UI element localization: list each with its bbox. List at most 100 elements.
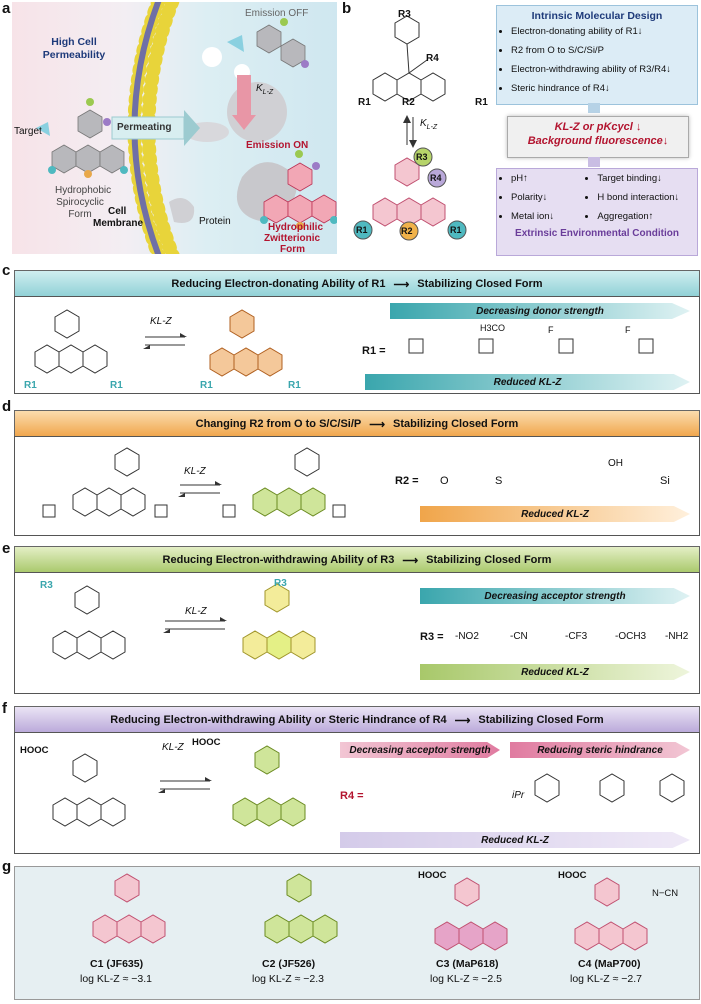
arrow-right-icon: ⟶	[402, 554, 419, 567]
panel-a-illustration	[12, 0, 338, 271]
background-line: Background fluorescence↓	[527, 135, 669, 147]
intrinsic-item: Electron-withdrawing ability of R3/R4↓	[511, 60, 697, 79]
panel-d-header-left: Changing R2 from O to S/C/Si/P	[195, 418, 362, 430]
r4-top-label: R4	[426, 53, 439, 64]
emission-off-label: Emission OFF	[245, 8, 309, 19]
extrinsic-item: pH↑	[511, 169, 583, 188]
compound-c4-name: C4 (MaP700)	[578, 958, 641, 970]
group-cn: -CN	[510, 631, 528, 642]
k-background-box: KL-Z or pKcycl ↓ Background fluorescence…	[507, 116, 689, 158]
och3-label: H3CO	[480, 323, 506, 333]
panel-b-label: b	[342, 0, 352, 17]
r2-top-label: R2	[402, 97, 415, 108]
arrow-right-icon: ⟶	[393, 278, 410, 291]
atom-p-oh: OH	[608, 458, 623, 469]
extrinsic-item: Aggregation↑	[597, 207, 697, 226]
group-no2: -NO2	[455, 631, 479, 642]
intrinsic-item: R2 from O to S/C/Si/P	[511, 41, 697, 60]
r3-e-right: R3	[274, 578, 287, 589]
spirocyclic-label: Spirocyclic Form	[56, 197, 104, 220]
panel-d-label: d	[2, 398, 12, 415]
r2-bottom-label: R2	[401, 226, 413, 236]
r4-equals-label: R4 =	[340, 790, 364, 802]
emission-on-label: Emission ON	[246, 140, 309, 151]
extrinsic-item: Metal ion↓	[511, 207, 583, 226]
high-permeability-label: High Cell Permeability	[42, 36, 106, 61]
r1-c-right-open: R1	[288, 380, 301, 391]
r1-left-bottom-label: R1	[356, 225, 368, 235]
intrinsic-item: Electron-donating ability of R1↓	[511, 22, 697, 41]
panel-f-structures	[52, 745, 685, 827]
up-arrow-2	[588, 157, 600, 167]
panel-d-structures	[42, 447, 346, 518]
form-label: Form	[280, 244, 305, 255]
k-line: KL-Z or pKcycl ↓	[554, 121, 642, 133]
down-arrow-1	[588, 103, 600, 113]
panel-c-arrow-donor: Decreasing donor strength	[390, 303, 690, 319]
target-label: Target	[14, 126, 42, 137]
hooc-f-left: HOOC	[20, 745, 49, 756]
r1-substituents	[395, 325, 685, 365]
r1-c-left-open: R1	[200, 380, 213, 391]
cn-group: N−CN	[652, 888, 679, 899]
hooc-c3: HOOC	[418, 870, 447, 881]
klz-d-label: KL-Z	[184, 466, 206, 477]
extrinsic-left-list: pH↑ Polarity↓ Metal ion↓	[497, 169, 583, 226]
panel-f-header-left: Reducing Electron-withdrawing Ability or…	[110, 714, 447, 726]
klz-f-label: KL-Z	[162, 742, 184, 753]
panel-e-header: Reducing Electron-withdrawing Ability of…	[14, 546, 700, 574]
atom-s: S	[495, 475, 503, 487]
atom-o: O	[440, 475, 449, 487]
arrow-right-icon: ⟶	[369, 418, 386, 431]
permeating-label: Permeating	[117, 122, 172, 133]
extrinsic-item: H bond interaction↓	[597, 188, 697, 207]
extrinsic-title: Extrinsic Environmental Condition	[515, 228, 679, 239]
atom-si: Si	[660, 475, 670, 487]
panel-f-arrow-steric: Reducing steric hindrance	[510, 742, 690, 758]
panel-a-label: a	[2, 0, 11, 17]
panel-c-label: c	[2, 262, 11, 279]
compound-c3-logk: log KL-Z ≈ −2.5	[430, 973, 503, 985]
compound-c3-name: C3 (MaP618)	[436, 958, 499, 970]
extrinsic-item: Polarity↓	[511, 188, 583, 207]
extrinsic-right-list: Target binding↓ H bond interaction↓ Aggr…	[583, 169, 697, 226]
panel-f-label: f	[2, 700, 7, 717]
compound-c4-logk: log KL-Z ≈ −2.7	[570, 973, 643, 985]
extrinsic-item: Target binding↓	[597, 169, 697, 188]
compound-c1-name: C1 (JF635)	[90, 958, 144, 970]
compound-c1-logk: log KL-Z ≈ −3.1	[80, 973, 153, 985]
panel-d-header-right: Stabilizing Closed Form	[393, 418, 519, 430]
klz-b-label: KL-Z	[420, 118, 438, 131]
compound-c2-name: C2 (JF526)	[262, 958, 316, 970]
panel-e-arrow-acceptor: Decreasing acceptor strength	[420, 588, 690, 604]
panel-c-header: Reducing Electron-donating Ability of R1…	[14, 270, 700, 298]
r3-e-left: R3	[40, 580, 53, 591]
panel-b-structures	[345, 5, 495, 255]
hooc-c4: HOOC	[558, 870, 587, 881]
r3-bottom-label: R3	[416, 152, 428, 162]
intrinsic-list: Electron-donating ability of R1↓ R2 from…	[497, 22, 697, 98]
klz-e-label: KL-Z	[185, 606, 207, 617]
group-cf3: -CF3	[565, 631, 588, 642]
klz-a-label: KL-Z	[256, 83, 274, 96]
ipr-label: iPr	[512, 790, 525, 801]
panel-f-header: Reducing Electron-withdrawing Ability or…	[14, 706, 700, 734]
membrane-label: Membrane	[93, 218, 144, 229]
panel-g-structures	[92, 873, 648, 951]
panel-c-header-right: Stabilizing Closed Form	[417, 278, 543, 290]
panel-c-structures	[34, 309, 283, 377]
hydrophobic-label: Hydrophobic	[55, 185, 112, 196]
r3-top-label: R3	[398, 9, 411, 20]
r1-right-bottom-label: R1	[450, 225, 462, 235]
panel-e-label: e	[2, 540, 11, 557]
hooc-f-right: HOOC	[192, 737, 221, 748]
protein-label: Protein	[199, 216, 231, 227]
group-och3: -OCH3	[615, 631, 647, 642]
compound-c2-logk: log KL-Z ≈ −2.3	[252, 973, 325, 985]
r1-c-right: R1	[110, 380, 123, 391]
zwitterionic-label: Zwitterionic	[264, 233, 321, 244]
panel-c-header-left: Reducing Electron-donating Ability of R1	[171, 278, 386, 290]
panel-f-arrow-reduced: Reduced KL-Z	[340, 832, 690, 848]
extrinsic-box: pH↑ Polarity↓ Metal ion↓ Target binding↓…	[496, 168, 698, 256]
panel-f-arrow-acceptor: Decreasing acceptor strength	[340, 742, 500, 758]
